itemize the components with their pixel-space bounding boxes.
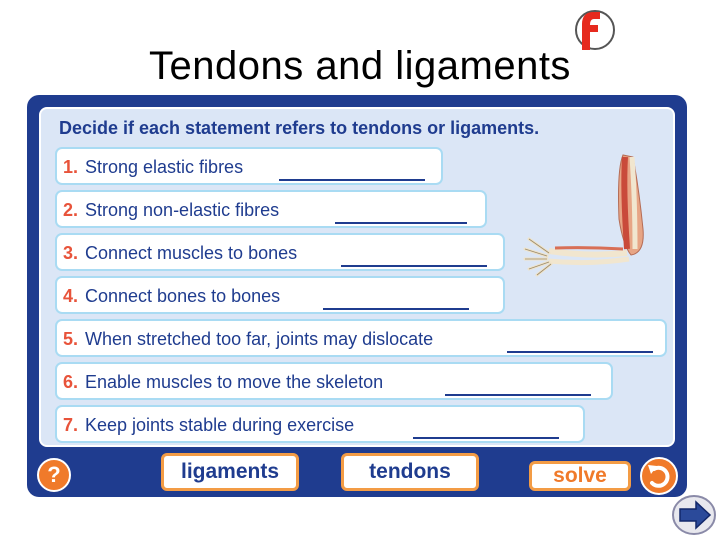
- answer-blank[interactable]: [413, 415, 559, 439]
- slide-title: Tendons and ligaments: [149, 44, 571, 88]
- help-button[interactable]: ?: [37, 458, 71, 492]
- reset-arrow-icon: [648, 465, 670, 488]
- statement-text: Connect bones to bones: [85, 286, 281, 306]
- statement-number: 2.: [63, 200, 79, 220]
- answer-blank[interactable]: [507, 329, 653, 353]
- statement-text: Connect muscles to bones: [85, 243, 298, 263]
- answer-blank[interactable]: [445, 372, 591, 396]
- statement-row-6[interactable]: 6. Enable muscles to move the skeleton: [55, 362, 613, 400]
- statement-row-3[interactable]: 3. Connect muscles to bones: [55, 233, 505, 271]
- statement-number: 3.: [63, 243, 79, 263]
- statement-text: Strong elastic fibres: [85, 157, 244, 177]
- statement-number: 4.: [63, 286, 79, 306]
- answer-blank[interactable]: [323, 286, 469, 310]
- statement-text: Strong non-elastic fibres: [85, 200, 280, 220]
- statement-text: Keep joints stable during exercise: [85, 415, 355, 435]
- statement-row-7[interactable]: 7. Keep joints stable during exercise: [55, 405, 585, 443]
- answer-blank[interactable]: [335, 200, 467, 224]
- statement-number: 5.: [63, 329, 79, 349]
- answer-blank[interactable]: [279, 157, 425, 181]
- statement-text: When stretched too far, joints may dislo…: [85, 329, 434, 349]
- statement-number: 6.: [63, 372, 79, 392]
- statement-row-4[interactable]: 4. Connect bones to bones: [55, 276, 505, 314]
- arm-skeleton-illustration: [523, 154, 644, 277]
- statement-number: 1.: [63, 157, 79, 177]
- statement-row-1[interactable]: 1. Strong elastic fibres: [55, 147, 443, 185]
- instruction-text: Decide if each statement refers to tendo…: [59, 118, 540, 138]
- tendons-option-button[interactable]: tendons: [341, 453, 479, 491]
- reset-button[interactable]: [640, 457, 678, 495]
- next-arrow-icon[interactable]: [672, 495, 716, 535]
- answer-blank[interactable]: [341, 243, 487, 267]
- activity-panel: Decide if each statement refers to tendo…: [27, 95, 687, 497]
- activity-content: Decide if each statement refers to tendo…: [39, 107, 675, 447]
- flash-logo-icon: [575, 10, 615, 50]
- statement-number: 7.: [63, 415, 79, 435]
- statement-row-2[interactable]: 2. Strong non-elastic fibres: [55, 190, 487, 228]
- solve-button[interactable]: solve: [529, 461, 631, 491]
- statement-row-5[interactable]: 5. When stretched too far, joints may di…: [55, 319, 667, 357]
- ligaments-option-button[interactable]: ligaments: [161, 453, 299, 491]
- statement-text: Enable muscles to move the skeleton: [85, 372, 384, 392]
